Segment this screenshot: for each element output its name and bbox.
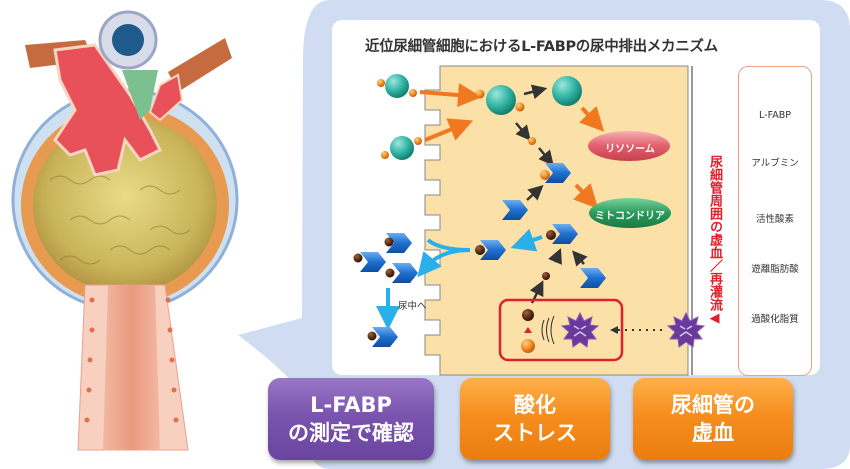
uptake-arrow-2 (424, 118, 474, 142)
cyan-arrow-out (510, 228, 543, 252)
legend-label-albumin: アルブミン (751, 158, 799, 169)
fatty-acid (521, 339, 535, 353)
lfabp-measure-button[interactable]: L-FABP の測定で確認 (268, 378, 434, 460)
albumin-outside-2 (381, 136, 422, 160)
lfabp-line2: の測定で確認 (288, 421, 414, 445)
mitochondria (589, 198, 671, 228)
l-fabp-urine-3 (385, 263, 418, 283)
l-fabp-exiting (475, 240, 506, 260)
peroxide-free (542, 272, 550, 280)
ischemia-line1: 尿細管の (671, 393, 755, 417)
legend-box: L-FABP アルブミン 活性酸素 遊離脂肪酸 過酸化脂質 (738, 66, 812, 376)
lysosome-label: リソソーム (605, 144, 655, 155)
red-triangle (524, 327, 532, 333)
tubule-lumen (103, 285, 160, 450)
lfabp-line1: L-FABP (310, 393, 392, 417)
albumin-inside (475, 85, 525, 115)
legend-label-ros: 活性酸素 (755, 214, 794, 225)
capillary-tuft-right (148, 73, 184, 122)
uptake-arrow-1 (419, 83, 482, 108)
tubular-ischemia-button[interactable]: 尿細管の 虚血 (633, 378, 793, 460)
l-fabp-urine-1 (384, 233, 412, 253)
arrow-up-lfabp (572, 250, 588, 267)
diagram-title: 近位尿細管細胞におけるL-FABPの尿中排出メカニズム (365, 39, 718, 55)
l-fabp-urine-4 (367, 327, 398, 347)
arrow-up-peroxide (548, 248, 562, 265)
oxidative-line1: 酸化 (514, 393, 556, 417)
lysosome (588, 131, 670, 161)
urine-label: 尿中へ (398, 301, 427, 312)
lipid-peroxide (522, 309, 534, 321)
arrow-to-albumin (523, 84, 548, 100)
glomerulus (33, 117, 217, 293)
l-fabp-bound-peroxide (546, 224, 578, 244)
ros-arrowhead (610, 326, 618, 334)
fatty-acid-free (528, 137, 536, 145)
cyan-split-arrow (425, 238, 471, 268)
ischemia-reperfusion-label: 尿細管周囲の虚血／再灌流◀ (707, 155, 722, 326)
wave-icon (541, 315, 555, 345)
l-fabp-urine-2 (353, 252, 386, 272)
efferent-arteriole (168, 38, 232, 92)
albumin-free (552, 76, 582, 106)
glomerulus-texture (49, 175, 191, 265)
legend-label-l-fabp: L-FABP (759, 110, 791, 121)
albumin-outside-1 (377, 74, 417, 98)
mesangium (122, 70, 158, 120)
mitochondria-label: ミトコンドリア (595, 211, 665, 222)
arrow-to-lysosome (579, 106, 605, 132)
arrow-down-1 (515, 122, 531, 141)
oxidative-line2: ストレス (493, 421, 577, 445)
legend-label-fatty-acid: 遊離脂肪酸 (751, 264, 799, 275)
l-fabp-bound-fa (540, 163, 571, 183)
nephron-illustration (11, 10, 239, 451)
arrow-to-mito (573, 183, 599, 209)
oxidative-stress-box (498, 298, 624, 362)
tubule-nuclei (84, 297, 179, 423)
legend-label-peroxide: 過酸化脂質 (751, 314, 799, 325)
distal-tubule-lumen (112, 24, 144, 56)
ischemia-line2: 虚血 (692, 421, 734, 445)
arrow-down-2 (538, 147, 554, 166)
arrow-lfabp-bind (526, 184, 544, 201)
oxidative-stress-button[interactable]: 酸化 ストレス (460, 378, 610, 460)
